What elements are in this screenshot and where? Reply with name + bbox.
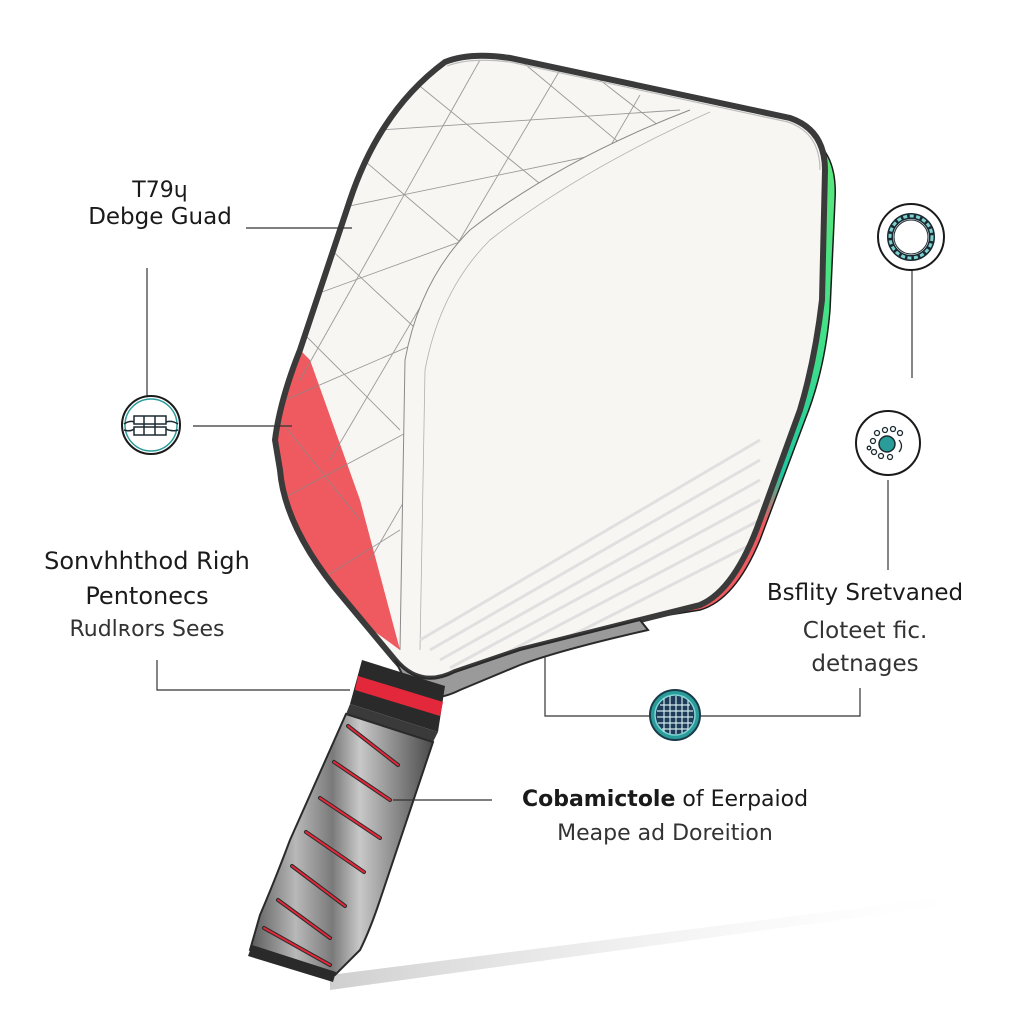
leader-lines	[146, 227, 913, 801]
ground-shadow	[330, 890, 1000, 990]
core-layers-icon	[121, 395, 181, 455]
left-feature-label: Sonvhhthod Righ Pentonecs Rudlʀors Sees	[22, 547, 272, 643]
edge-guard-label: T79ɥ Debge Guad	[60, 178, 260, 232]
left-feature-caption: Rudlʀors Sees	[69, 616, 225, 642]
right-feature-subtitle: Cloteet fic.	[802, 617, 928, 644]
grip-feature-title-rest: of Eerpaiod	[675, 787, 809, 812]
grip-handle	[248, 712, 435, 982]
left-feature-subtitle: Pentonecs	[85, 581, 209, 610]
edge-guard-code: T79ɥ	[132, 178, 188, 203]
right-feature-caption: detnages	[811, 651, 919, 678]
honeycomb-mesh-icon	[649, 689, 701, 741]
grip-feature-title: Cobamictole of Eerpaiod	[495, 787, 835, 813]
particle-cluster-icon	[855, 410, 921, 476]
handle-collar	[346, 660, 445, 742]
right-feature-label: Bsflity Sretvaned Cloteet fic. detnages	[745, 580, 985, 679]
right-feature-title: Bsflity Sretvaned	[766, 580, 964, 606]
bearing-ring-icon	[877, 203, 945, 271]
grip-feature-label: Cobamictole of Eerpaiod Meape ad Doreiti…	[495, 787, 835, 848]
grip-feature-caption: Meape ad Doreition	[557, 821, 773, 847]
grip-feature-title-bold: Cobamictole	[521, 787, 676, 812]
edge-guard-title: Debge Guad	[88, 204, 232, 231]
left-feature-title: Sonvhhthod Righ	[44, 547, 250, 575]
